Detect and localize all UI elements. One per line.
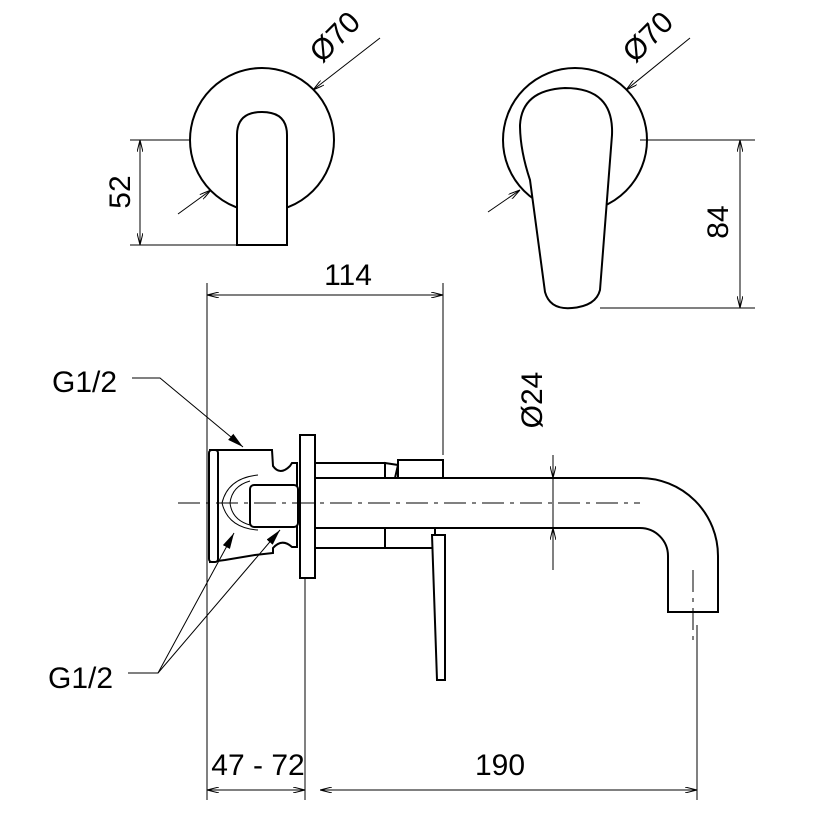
spout-reach-label: 190 [475,749,525,782]
mounting-flange [208,449,219,563]
side-lever [430,534,446,681]
front-view-left: 52 Ø70 [104,6,381,246]
cartridge [249,484,299,528]
height-label: 52 [104,175,137,208]
height-label: 84 [702,205,735,238]
inlet-bottom-label: G1/2 [48,662,113,695]
handle [236,110,288,246]
lever-handle [518,86,614,310]
spout-diameter-label: Ø24 [516,372,549,429]
front-view-right: 84 Ø70 [487,6,755,310]
inlet-top-label: G1/2 [52,366,117,399]
side-view: 114 Ø24 G1/2 G1/2 47 - 72 190 [48,259,719,800]
diameter-label: Ø70 [304,6,367,69]
projection-label: 114 [324,259,372,292]
wall-plate [299,434,316,579]
spout [314,477,719,613]
diameter-label: Ø70 [617,6,680,69]
wall-depth-label: 47 - 72 [211,749,304,782]
